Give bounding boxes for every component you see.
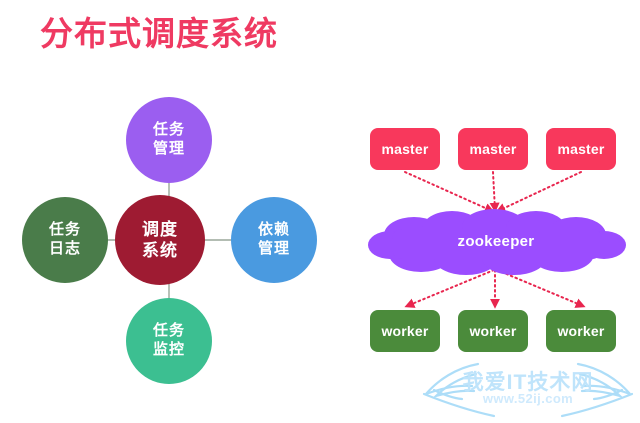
page-title: 分布式调度系统 [40, 15, 278, 52]
watermark-url: www.52ij.com [482, 391, 574, 406]
worker-label: worker [469, 323, 517, 339]
node-label-line-1: 任务 [48, 221, 81, 239]
node-label-line-2: 日志 [48, 240, 81, 257]
watermark: 我爱IT技术网 www.52ij.com [420, 358, 636, 420]
zookeeper-cloud[interactable]: zookeeper [366, 205, 626, 277]
watermark-brand: 我爱IT技术网 [462, 371, 594, 394]
worker-label: worker [381, 323, 429, 339]
cluster-architecture-diagram: master master master [366, 110, 626, 365]
cloud-shape-icon [368, 209, 626, 275]
node-scheduling-system[interactable]: 调度 系统 [115, 195, 205, 285]
worker-node-3[interactable]: worker [546, 310, 616, 352]
node-label-line-1: 任务 [152, 322, 185, 340]
node-label-line-1: 调度 [142, 219, 178, 239]
master-node-3[interactable]: master [546, 128, 616, 170]
hub-spoke-diagram: 任务 管理 任务 日志 调度 系统 依赖 管理 任务 监控 [0, 85, 340, 390]
node-label-line-2: 管理 [257, 240, 290, 257]
worker-label: worker [557, 323, 605, 339]
master-label: master [469, 141, 517, 157]
cluster-arrows [404, 171, 586, 309]
wings-icon [422, 362, 634, 418]
node-label-line-1: 依赖 [257, 221, 290, 239]
node-task-management[interactable]: 任务 管理 [126, 97, 212, 183]
worker-node-1[interactable]: worker [370, 310, 440, 352]
master-label: master [557, 141, 605, 157]
node-dependency-management[interactable]: 依赖 管理 [231, 197, 317, 283]
master-node-1[interactable]: master [370, 128, 440, 170]
node-label-line-2: 监控 [152, 341, 185, 358]
node-label-line-2: 管理 [152, 140, 185, 157]
node-label-line-1: 任务 [152, 121, 185, 139]
node-task-monitoring[interactable]: 任务 监控 [126, 298, 212, 384]
master-node-2[interactable]: master [458, 128, 528, 170]
master-label: master [381, 141, 429, 157]
node-task-log[interactable]: 任务 日志 [22, 197, 108, 283]
worker-node-2[interactable]: worker [458, 310, 528, 352]
node-label-line-2: 系统 [142, 241, 178, 260]
